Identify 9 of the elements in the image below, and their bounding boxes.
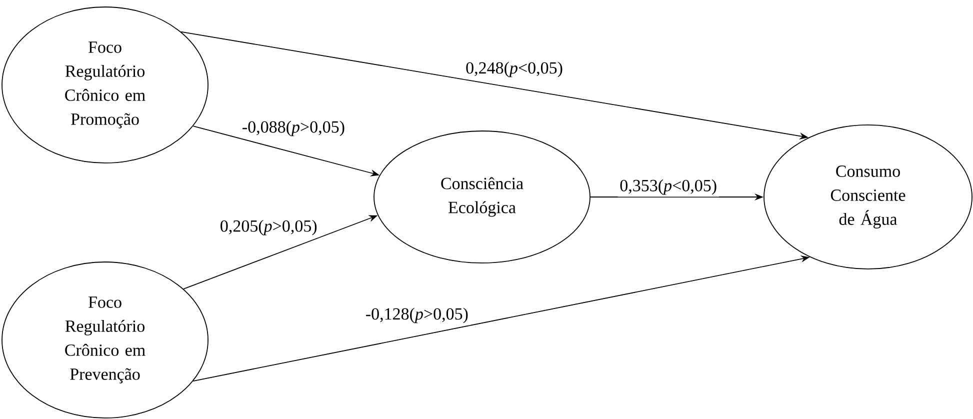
ellipse-node: Consumo Consciente de Água [764, 124, 972, 270]
edge-label: -0,128(p>0,05) [363, 306, 470, 326]
edge-label: 0,205(p>0,05) [218, 218, 320, 238]
ellipse-node: Consciência Ecológica [374, 130, 590, 264]
edge-label: 0,353(p<0,05) [618, 177, 720, 197]
ellipse-node: Foco Regulatório Crônico em Promoção [2, 6, 208, 164]
edge-label: -0,088(p>0,05) [240, 118, 347, 138]
ellipse-node: Foco Regulatório Crônico em Prevenção [2, 262, 208, 418]
edge-label: 0,248(p<0,05) [464, 60, 565, 80]
